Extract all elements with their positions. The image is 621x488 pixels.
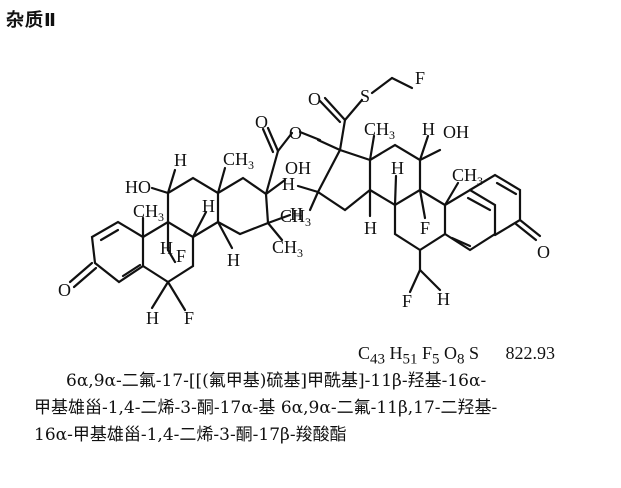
atom-h-right-c14: H xyxy=(364,218,377,238)
atom-f-right-c9: F xyxy=(420,218,430,238)
atom-h-c16-right: H xyxy=(282,174,295,194)
atom-h-left-c14: H xyxy=(227,250,240,270)
atom-h-left-c8: H xyxy=(202,196,215,216)
atom-h-right-c6: H xyxy=(437,289,450,309)
formula-element-o: O xyxy=(444,343,458,363)
formula-count-h: 51 xyxy=(402,351,418,368)
chemical-name: 6α,9α-二氟-17-[[(氟甲基)硫基]甲酰基]-11β-羟基-16α- 甲… xyxy=(34,368,609,449)
atom-o-ester: O xyxy=(289,123,302,143)
atom-oh-right-c11: OH xyxy=(443,122,469,142)
formula-count-c: 43 xyxy=(370,351,386,368)
page-title: 杂质Ⅱ xyxy=(6,10,57,31)
atom-ch3-right-c13: CH3 xyxy=(364,119,395,142)
atom-f-left-c9: F xyxy=(176,246,186,266)
chemical-structure: F S O O O CH3 OH H H CH3 OH H HO H CH3 H… xyxy=(58,68,550,328)
atom-o-thioester-carbonyl: O xyxy=(308,89,321,109)
formula-element-h: H xyxy=(389,343,403,363)
atom-h-left-c9: H xyxy=(160,238,173,258)
formula-element-s: S xyxy=(469,343,480,363)
atom-sulfur: S xyxy=(360,86,370,106)
atom-ch3-left-c13: CH3 xyxy=(223,149,254,172)
atom-ch3-left-c10: CH3 xyxy=(133,201,164,224)
atom-h-left-c11: H xyxy=(174,150,187,170)
atom-f-left-c6: F xyxy=(184,308,194,328)
atom-h-right-c11: H xyxy=(422,119,435,139)
molecular-weight: 822.93 xyxy=(505,343,556,363)
atom-oh-left-c17: OH xyxy=(285,158,311,178)
atom-o-ketone-right: O xyxy=(537,242,550,262)
atom-ch3-left-c16: CH3 xyxy=(272,237,303,260)
molecular-formula-line: C43 H51 F5 O8 S 822.93 xyxy=(358,343,555,369)
chemical-name-line-1: 6α,9α-二氟-17-[[(氟甲基)硫基]甲酰基]-11β-羟基-16α- xyxy=(66,371,487,391)
atom-ho-left: HO xyxy=(125,177,151,197)
formula-element-f: F xyxy=(422,343,433,363)
atom-o-ester-carbonyl: O xyxy=(255,112,268,132)
chemical-name-line-3: 16α-甲基雄甾-1,4-二烯-3-酮-17β-羧酸酯 xyxy=(34,425,347,445)
atom-h-right-c8: H xyxy=(391,158,404,178)
chemical-name-line-2: 甲基雄甾-1,4-二烯-3-酮-17α-基 6α,9α-二氟-11β,17-二羟… xyxy=(34,398,498,418)
formula-count-o: 8 xyxy=(457,351,465,368)
atom-f-right-c6: F xyxy=(402,291,412,311)
atom-h-left-c16: H xyxy=(290,204,303,224)
atom-ch3-right-c16: CH3 xyxy=(280,206,311,229)
atom-h-left-c6: H xyxy=(146,308,159,328)
molecular-formula: C43 H51 F5 O8 S xyxy=(358,343,480,368)
atom-f-top: F xyxy=(415,68,425,88)
atom-ch3-right-c10: CH3 xyxy=(452,165,483,188)
atom-o-ketone-left: O xyxy=(58,280,71,300)
formula-element-c: C xyxy=(358,343,371,363)
formula-count-f: 5 xyxy=(432,351,440,368)
